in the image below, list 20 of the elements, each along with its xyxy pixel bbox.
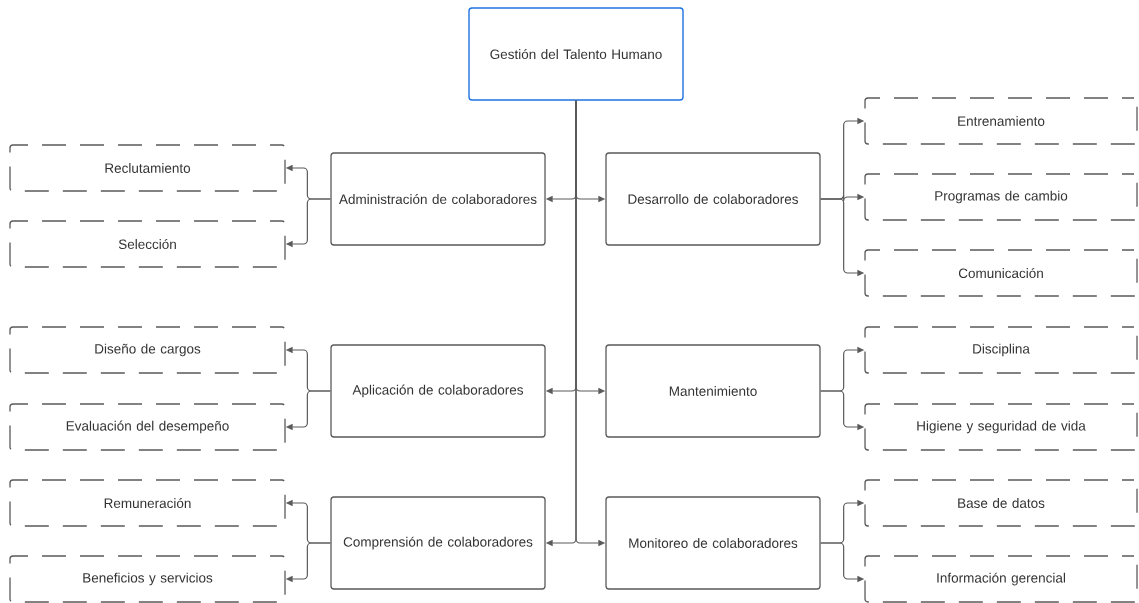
dashed-box: Selección xyxy=(9,220,286,268)
dashed-box: Comunicación xyxy=(864,249,1138,297)
process-box: Aplicación de colaboradores xyxy=(330,344,546,438)
dashed-box: Diseño de cargos xyxy=(9,326,286,374)
dashed-box: Entrenamiento xyxy=(864,97,1138,145)
dashed-box: Información gerencial xyxy=(864,555,1138,603)
dashed-box: Base de datos xyxy=(864,479,1138,527)
process-box: Administración de colaboradores xyxy=(330,152,546,246)
dashed-box: Reclutamiento xyxy=(9,144,286,192)
dashed-box: Higiene y seguridad de vida xyxy=(864,403,1138,451)
process-box: Mantenimiento xyxy=(605,344,821,438)
dashed-box: Beneficios y servicios xyxy=(9,555,286,603)
process-box: Desarrollo de colaboradores xyxy=(605,152,821,246)
dashed-box: Evaluación del desempeño xyxy=(9,403,286,451)
dashed-box: Remuneración xyxy=(9,479,286,527)
dashed-box: Programas de cambio xyxy=(864,173,1138,221)
root-box: Gestión del Talento Humano xyxy=(468,7,684,101)
process-box: Comprensión de colaboradores xyxy=(330,496,546,590)
process-box: Monitoreo de colaboradores xyxy=(605,496,821,590)
dashed-box: Disciplina xyxy=(864,326,1138,374)
